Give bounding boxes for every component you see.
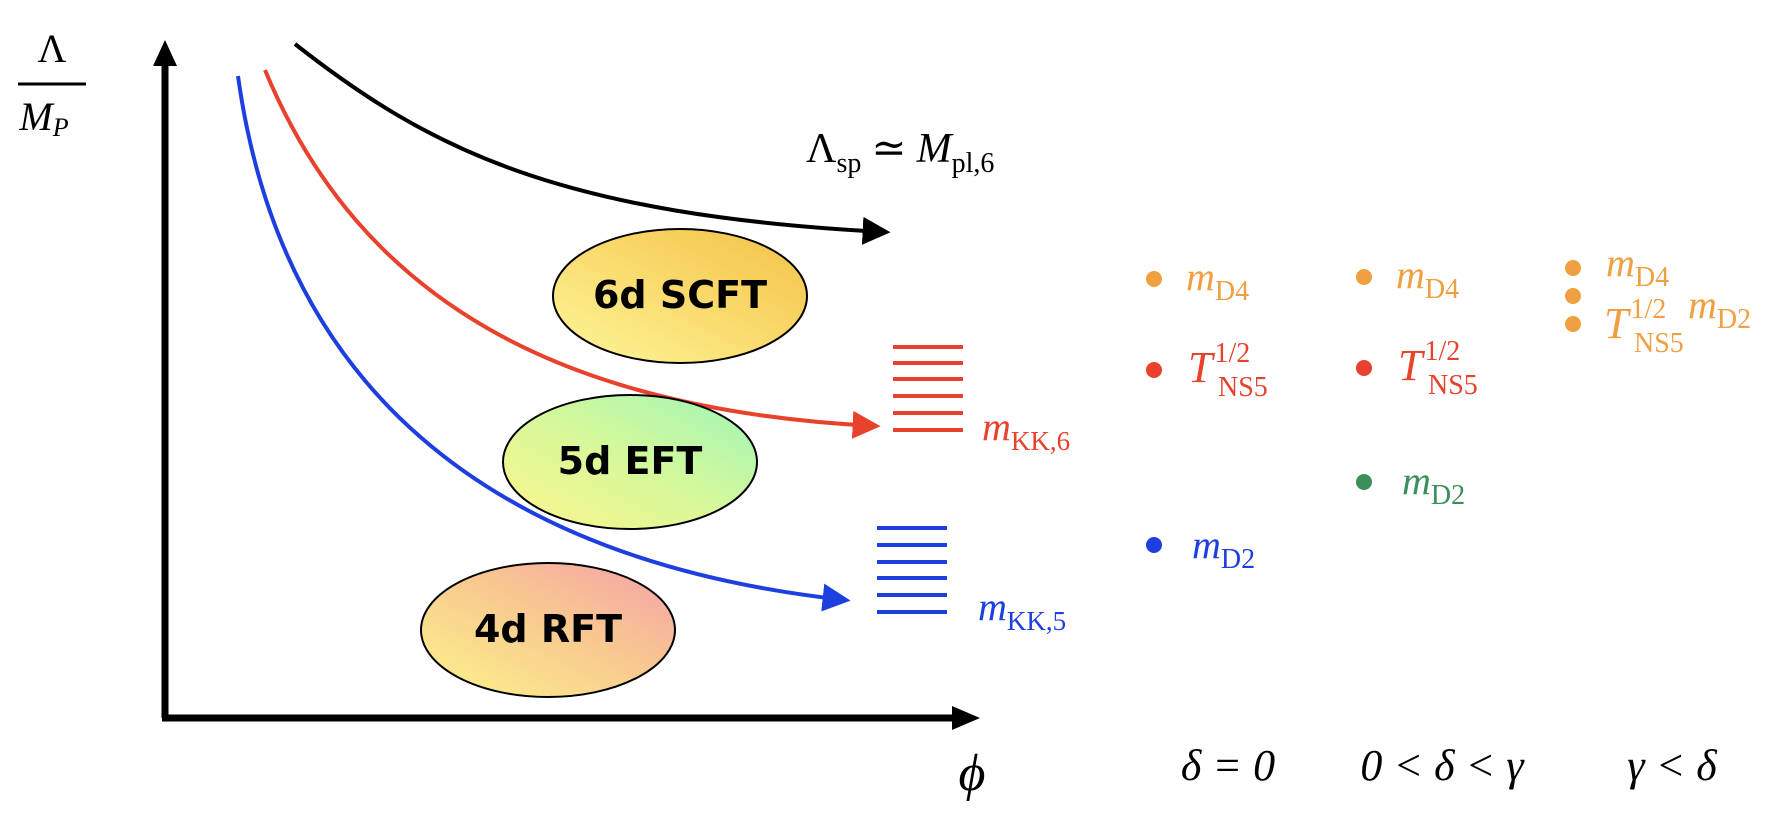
dot-m-d4 [1146, 271, 1162, 287]
y-label-denominator: MP [18, 94, 68, 142]
entry-m-d4: mD4 [1606, 240, 1669, 293]
column-label-gamma-less-delta: γ < δ [1627, 741, 1718, 790]
region-5d-eft-label: 5d EFT [558, 439, 703, 483]
column-label-delta-between: 0 < δ < γ [1360, 741, 1525, 790]
dot-t-ns5 [1356, 360, 1372, 376]
column-label-delta-zero: δ = 0 [1181, 741, 1275, 790]
black-curve-label: Λsp≃Mpl,6 [806, 126, 994, 179]
dot-m-d4 [1356, 269, 1372, 285]
y-axis-label: Λ MP [18, 26, 86, 142]
red-kk-label: mKK,6 [982, 404, 1070, 456]
entry-m-d4: mD4 [1186, 254, 1249, 307]
region-4d-rft: 4d RFT [420, 562, 676, 698]
region-6d-scft: 6d SCFT [552, 228, 808, 364]
blue-kk-label: mKK,5 [978, 584, 1066, 636]
entry-m-d4: mD4 [1396, 252, 1459, 305]
x-axis-label: ϕ [959, 745, 986, 802]
red-kk-tower [893, 345, 963, 432]
dot-m-d2 [1146, 537, 1162, 553]
dot-t-ns5 [1565, 316, 1581, 332]
region-4d-rft-label: 4d RFT [474, 607, 622, 651]
blue-kk-tower [877, 526, 947, 614]
y-axis-arrowhead [153, 40, 177, 66]
dot-m-d4 [1565, 260, 1581, 276]
dot-t-ns5 [1146, 362, 1162, 378]
entry-m-d2: mD2 [1688, 282, 1751, 335]
black-curve [293, 42, 891, 245]
region-6d-scft-label: 6d SCFT [593, 273, 767, 317]
blue-curve [236, 75, 851, 612]
red-curve [263, 69, 881, 439]
y-label-numerator: Λ [37, 26, 66, 71]
entry-m-d2: mD2 [1402, 458, 1465, 511]
entry-m-d2: mD2 [1192, 522, 1255, 575]
dot-m-d2 [1356, 474, 1372, 490]
x-axis-arrowhead [952, 706, 980, 730]
region-5d-eft: 5d EFT [502, 394, 758, 530]
axes [153, 40, 980, 730]
dot-m-d2 [1565, 288, 1581, 304]
